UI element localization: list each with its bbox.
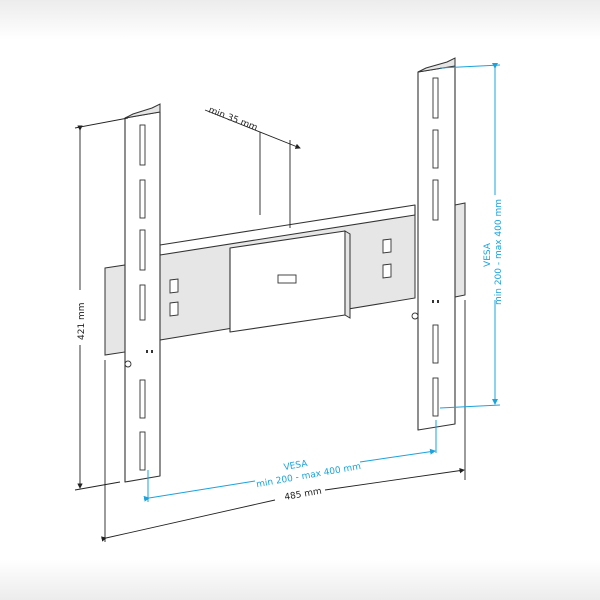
lock-icon [277,274,297,284]
vesa-v-title: VESA [483,242,493,267]
bar-slots-right [432,77,439,417]
vesa-h-title: VESA [283,459,309,473]
bar-slots-left [139,124,146,471]
vesa-h-range: min 200 - max 400 mm [256,462,362,490]
right-vertical-bar [411,57,466,431]
width-label: 485 mm [284,487,323,503]
height-label: 421 mm [77,302,87,340]
vesa-horizontal-dimension: VESA min 200 - max 400 mm [143,420,437,502]
center-lock-box [229,230,351,333]
mount-slot-left [169,278,179,294]
vesa-vertical-dimension: VESA min 200 - max 400 mm [439,63,504,409]
depth-dimension: min 35 mm [204,105,301,228]
depth-label: min 35 mm [207,105,259,133]
height-dimension: 421 mm [74,117,129,491]
left-vertical-bar [104,103,161,483]
vesa-v-range: min 200 - max 400 mm [494,199,504,305]
mount-slot-right [382,238,392,254]
